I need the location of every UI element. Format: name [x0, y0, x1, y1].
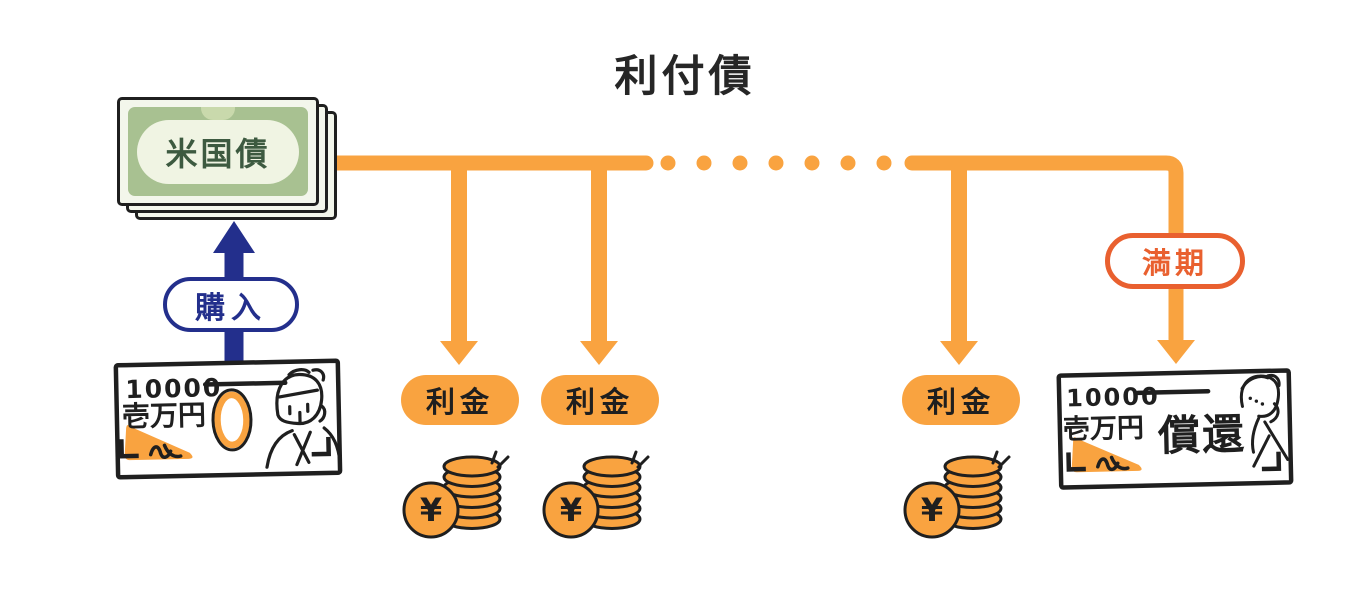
corner-bracket-bottom-left-icon — [1066, 452, 1086, 472]
bond-label-plate: 米国債 — [137, 119, 299, 184]
purchase-badge: 購入 — [163, 277, 299, 332]
coin-stack-icon: ¥ — [903, 450, 1011, 539]
coin-stack-icon-1: ¥ — [400, 447, 525, 542]
corner-bracket-bottom-right-icon — [311, 436, 332, 457]
coin-stack-icon: ¥ — [402, 450, 510, 539]
coin-stack-icon: ¥ — [542, 450, 650, 539]
bond-certificate-label: 米国債 — [165, 134, 271, 173]
yen-coin-icon — [402, 481, 460, 539]
bond-certificate-stack: 米国債 — [117, 97, 459, 223]
coin-stack — [542, 455, 642, 539]
yen-symbol: ¥ — [420, 491, 442, 529]
banknote-left: 10000 壱万円 — [113, 358, 344, 485]
yen-symbol: ¥ — [560, 491, 582, 529]
coupon-badge-3: 利金 — [902, 375, 1020, 425]
timeline-line — [328, 155, 1184, 347]
banknote-number: 10000 — [1066, 382, 1160, 412]
bond-card-front: 米国債 — [117, 97, 319, 206]
oval-seal-outline — [211, 388, 253, 452]
person-face-icon — [265, 368, 342, 469]
yen-coin-icon — [542, 481, 600, 539]
coupon-badge-2: 利金 — [541, 375, 659, 425]
bond-green-panel: 米国債 — [128, 107, 308, 196]
banknote-line-decoration — [1135, 388, 1211, 396]
orange-triangle-mark — [1071, 437, 1142, 473]
coin-stack-icon-2: ¥ — [540, 447, 665, 542]
oval-seal-inner — [214, 391, 250, 449]
banknote-right: 10000 壱万円 償還 — [1056, 367, 1295, 494]
redemption-label: 償還 — [1157, 409, 1247, 460]
purchase-badge-label: 購入 — [195, 290, 267, 326]
banknote-illustration: 10000 壱万円 — [113, 358, 343, 480]
maturity-arrowhead — [1157, 340, 1195, 364]
coin-stack — [903, 455, 1003, 539]
maturity-badge-label: 満期 — [1141, 246, 1208, 280]
sparkle-icon — [490, 450, 510, 469]
sparkle-icon — [630, 450, 650, 469]
banknote-number: 10000 — [125, 373, 223, 404]
coupon-badge-1: 利金 — [401, 375, 519, 425]
coupon-badge-label: 利金 — [565, 385, 634, 419]
person-face-icon — [1239, 373, 1290, 468]
sparkle-icon — [991, 450, 1011, 469]
coin-stack — [402, 455, 502, 539]
maturity-badge: 満期 — [1105, 233, 1245, 289]
coupon-badge-label: 利金 — [425, 385, 494, 419]
banknote-denomination: 壱万円 — [1063, 413, 1145, 446]
coin-stack-icon-3: ¥ — [901, 447, 1026, 542]
banknote-illustration: 10000 壱万円 償還 — [1056, 368, 1294, 490]
bond-notch-decoration — [201, 107, 235, 120]
orange-triangle-mark — [124, 424, 193, 461]
coupon-badge-label: 利金 — [926, 385, 995, 419]
signature-scribble-icon — [1096, 455, 1130, 472]
diagram-title: 利付債 — [614, 52, 756, 102]
banknote-line-decoration — [202, 380, 288, 387]
corner-bracket-bottom-right-icon — [1261, 451, 1282, 472]
yen-symbol: ¥ — [921, 491, 943, 529]
signature-scribble-icon — [148, 443, 183, 459]
yen-coin-icon — [903, 481, 961, 539]
corner-bracket-bottom-left-icon — [119, 439, 139, 459]
banknote-denomination: 壱万円 — [122, 398, 207, 433]
timeline-dotted-segment — [660, 155, 892, 171]
coupon-arrow-icons — [440, 168, 1195, 365]
